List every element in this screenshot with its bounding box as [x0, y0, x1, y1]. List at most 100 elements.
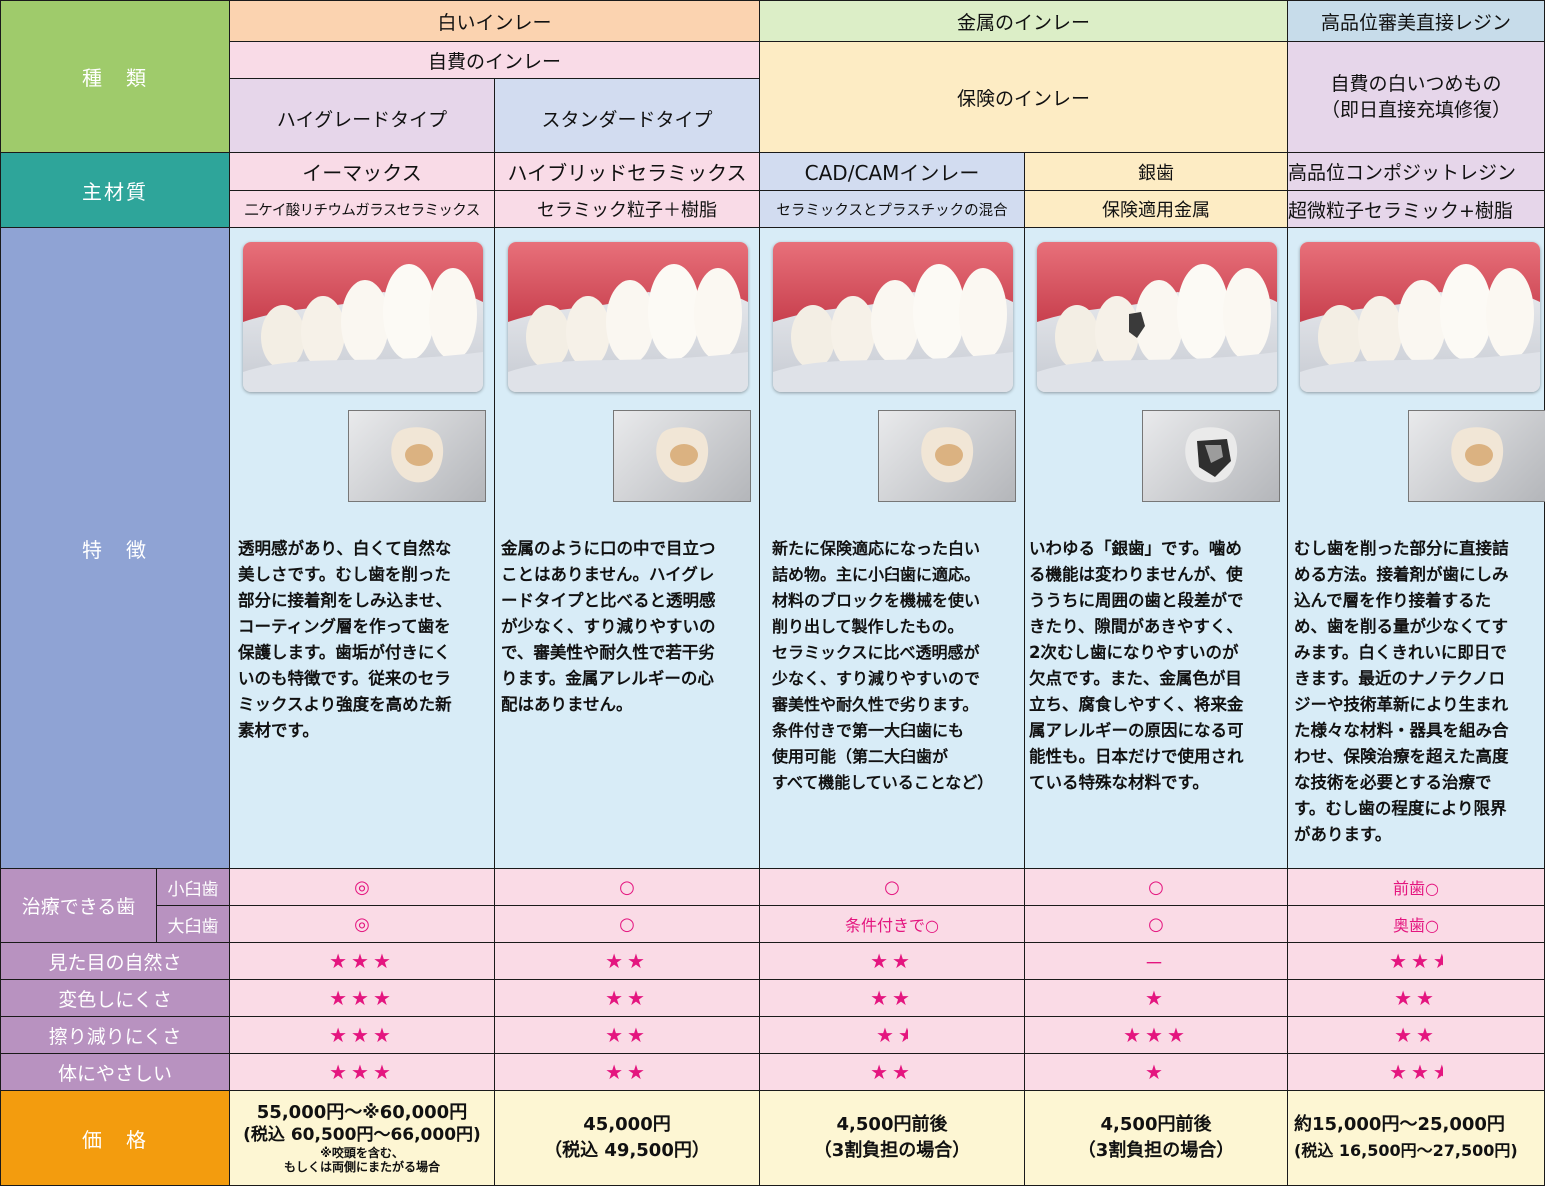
rating-wear-cadcam: ★★	[759, 1016, 1025, 1054]
row-header-type: 種 類	[0, 0, 230, 153]
price-main: 4,500円前後	[836, 1114, 948, 1135]
type-standard: スタンダードタイプ	[494, 78, 760, 153]
row-header-body: 体にやさしい	[0, 1053, 230, 1091]
material-cadcam: CAD/CAMインレー	[759, 152, 1025, 191]
feature-description: 新たに保険適応になった白い 詰め物。主に小臼歯に適応。 材料のブロックを機械を使…	[772, 539, 994, 792]
subgroup-resin: 自費の白いつめもの （即日直接充填修復）	[1287, 41, 1545, 153]
feature-column-resin: むし歯を削った部分に直接詰 める方法。接着剤が歯にしみ 込んで層を作り接着するた…	[1287, 227, 1545, 869]
premolar-hybrid: ○	[494, 868, 760, 906]
rating-body-hybrid: ★★	[494, 1053, 760, 1091]
subgroup-self-pay-inlay: 自費のインレー	[229, 41, 760, 79]
molar-hybrid: ○	[494, 905, 760, 943]
row-header-wear: 擦り減りにくさ	[0, 1016, 230, 1054]
price-cadcam: 4,500円前後 （3割負担の場合）	[759, 1090, 1025, 1186]
half-star-icon: ★	[898, 1023, 908, 1047]
row-header-premolar: 小臼歯	[156, 868, 230, 906]
price-note: もしくは両側にまたがる場合	[283, 1160, 440, 1174]
feature-description: むし歯を削った部分に直接詰 める方法。接着剤が歯にしみ 込んで層を作り接着するた…	[1294, 539, 1509, 844]
row-header-appearance: 見た目の自然さ	[0, 942, 230, 980]
price-tax: （3割負担の場合）	[1077, 1140, 1235, 1161]
row-header-discolor: 変色しにくさ	[0, 979, 230, 1017]
rating-appearance-resin: ★★★	[1287, 942, 1545, 980]
feature-description: 透明感があり、白くて自然な 美しさです。むし歯を削った 部分に接着剤をしみ込ませ…	[238, 539, 453, 740]
rating-body-cadcam: ★★	[759, 1053, 1025, 1091]
rating-body-silver: ★	[1024, 1053, 1288, 1091]
group-resin: 高品位審美直接レジン	[1287, 0, 1545, 42]
premolar-emax: ◎	[229, 868, 495, 906]
row-header-molar: 大臼歯	[156, 905, 230, 943]
molar-resin: 奥歯○	[1287, 905, 1545, 943]
composition-resin: 超微粒子セラミック+樹脂	[1287, 190, 1545, 228]
premolar-silver: ○	[1024, 868, 1288, 906]
teeth-photo	[243, 242, 483, 392]
composition-silver: 保険適用金属	[1024, 190, 1288, 228]
material-hybrid: ハイブリッドセラミックス	[494, 152, 760, 191]
teeth-photo	[1037, 242, 1277, 392]
price-silver: 4,500円前後 （3割負担の場合）	[1024, 1090, 1288, 1186]
molar-silver: ○	[1024, 905, 1288, 943]
group-white-inlay: 白いインレー	[229, 0, 760, 42]
price-main: 約15,000円～25,000円	[1294, 1114, 1505, 1135]
rating-body-resin: ★★★	[1287, 1053, 1545, 1091]
teeth-photo	[773, 242, 1013, 392]
feature-column-cadcam: 新たに保険適応になった白い 詰め物。主に小臼歯に適応。 材料のブロックを機械を使…	[759, 227, 1025, 869]
half-star-icon: ★	[1433, 1060, 1443, 1084]
half-star-icon: ★	[1433, 949, 1443, 973]
rating-discolor-resin: ★★	[1287, 979, 1545, 1017]
feature-column-silver: いわゆる「銀歯」です。噛め る機能は変わりませんが、使 ううちに周囲の歯と段差が…	[1024, 227, 1288, 869]
row-header-features: 特 徴	[0, 227, 230, 869]
row-header-price: 価 格	[0, 1090, 230, 1186]
type-high-grade: ハイグレードタイプ	[229, 78, 495, 153]
feature-description: いわゆる「銀歯」です。噛め る機能は変わりませんが、使 ううちに周囲の歯と段差が…	[1029, 539, 1244, 792]
premolar-resin: 前歯○	[1287, 868, 1545, 906]
feature-column-emax: 透明感があり、白くて自然な 美しさです。むし歯を削った 部分に接着剤をしみ込ませ…	[229, 227, 495, 869]
material-silver: 銀歯	[1024, 152, 1288, 191]
rating-appearance-cadcam: ★★	[759, 942, 1025, 980]
price-main: 45,000円	[583, 1114, 671, 1135]
tooth-icon	[878, 410, 1016, 502]
rating-discolor-emax: ★★★	[229, 979, 495, 1017]
price-note: ※咬頭を含む、	[320, 1146, 404, 1160]
price-emax: 55,000円～※60,000円 (税込 60,500円～66,000円) ※咬…	[229, 1090, 495, 1186]
feature-column-hybrid: 金属のように口の中で目立つ ことはありません。ハイグレ ードタイプと比べると透明…	[494, 227, 760, 869]
material-resin: 高品位コンポジットレジン	[1287, 152, 1545, 191]
composition-emax: 二ケイ酸リチウムガラスセラミックス	[229, 190, 495, 228]
tooth-icon	[613, 410, 751, 502]
price-tax: (税込 16,500円～27,500円)	[1294, 1141, 1518, 1160]
price-tax: （税込 49,500円）	[544, 1140, 710, 1161]
rating-discolor-silver: ★	[1024, 979, 1288, 1017]
rating-appearance-hybrid: ★★	[494, 942, 760, 980]
star-rating: ★	[876, 1023, 898, 1047]
tooth-icon	[1408, 410, 1545, 502]
teeth-photo	[1300, 242, 1540, 392]
composition-cadcam: セラミックスとプラスチックの混合	[759, 190, 1025, 228]
row-header-treatable: 治療できる歯	[0, 868, 157, 943]
teeth-photo	[508, 242, 748, 392]
composition-hybrid: セラミック粒子＋樹脂	[494, 190, 760, 228]
price-resin: 約15,000円～25,000円 (税込 16,500円～27,500円)	[1287, 1090, 1545, 1186]
rating-appearance-silver: －	[1024, 942, 1288, 980]
molar-cadcam: 条件付きで○	[759, 905, 1025, 943]
rating-body-emax: ★★★	[229, 1053, 495, 1091]
group-metal-inlay: 金属のインレー	[759, 0, 1288, 42]
price-main: 4,500円前後	[1100, 1114, 1212, 1135]
rating-wear-emax: ★★★	[229, 1016, 495, 1054]
star-rating: ★★	[1389, 949, 1433, 973]
molar-emax: ◎	[229, 905, 495, 943]
star-rating: ★★	[1389, 1060, 1433, 1084]
rating-discolor-hybrid: ★★	[494, 979, 760, 1017]
feature-description: 金属のように口の中で目立つ ことはありません。ハイグレ ードタイプと比べると透明…	[501, 539, 716, 714]
rating-appearance-emax: ★★★	[229, 942, 495, 980]
price-main: 55,000円～※60,000円	[256, 1102, 468, 1123]
premolar-cadcam: ○	[759, 868, 1025, 906]
rating-wear-resin: ★★	[1287, 1016, 1545, 1054]
tooth-icon	[348, 410, 486, 502]
rating-discolor-cadcam: ★★	[759, 979, 1025, 1017]
price-tax: (税込 60,500円～66,000円)	[243, 1125, 481, 1145]
rating-wear-hybrid: ★★	[494, 1016, 760, 1054]
rating-wear-silver: ★★★	[1024, 1016, 1288, 1054]
price-tax: （3割負担の場合）	[813, 1140, 971, 1161]
subgroup-insurance-inlay: 保険のインレー	[759, 41, 1288, 153]
metal-tooth-icon	[1142, 410, 1280, 502]
material-emax: イーマックス	[229, 152, 495, 191]
